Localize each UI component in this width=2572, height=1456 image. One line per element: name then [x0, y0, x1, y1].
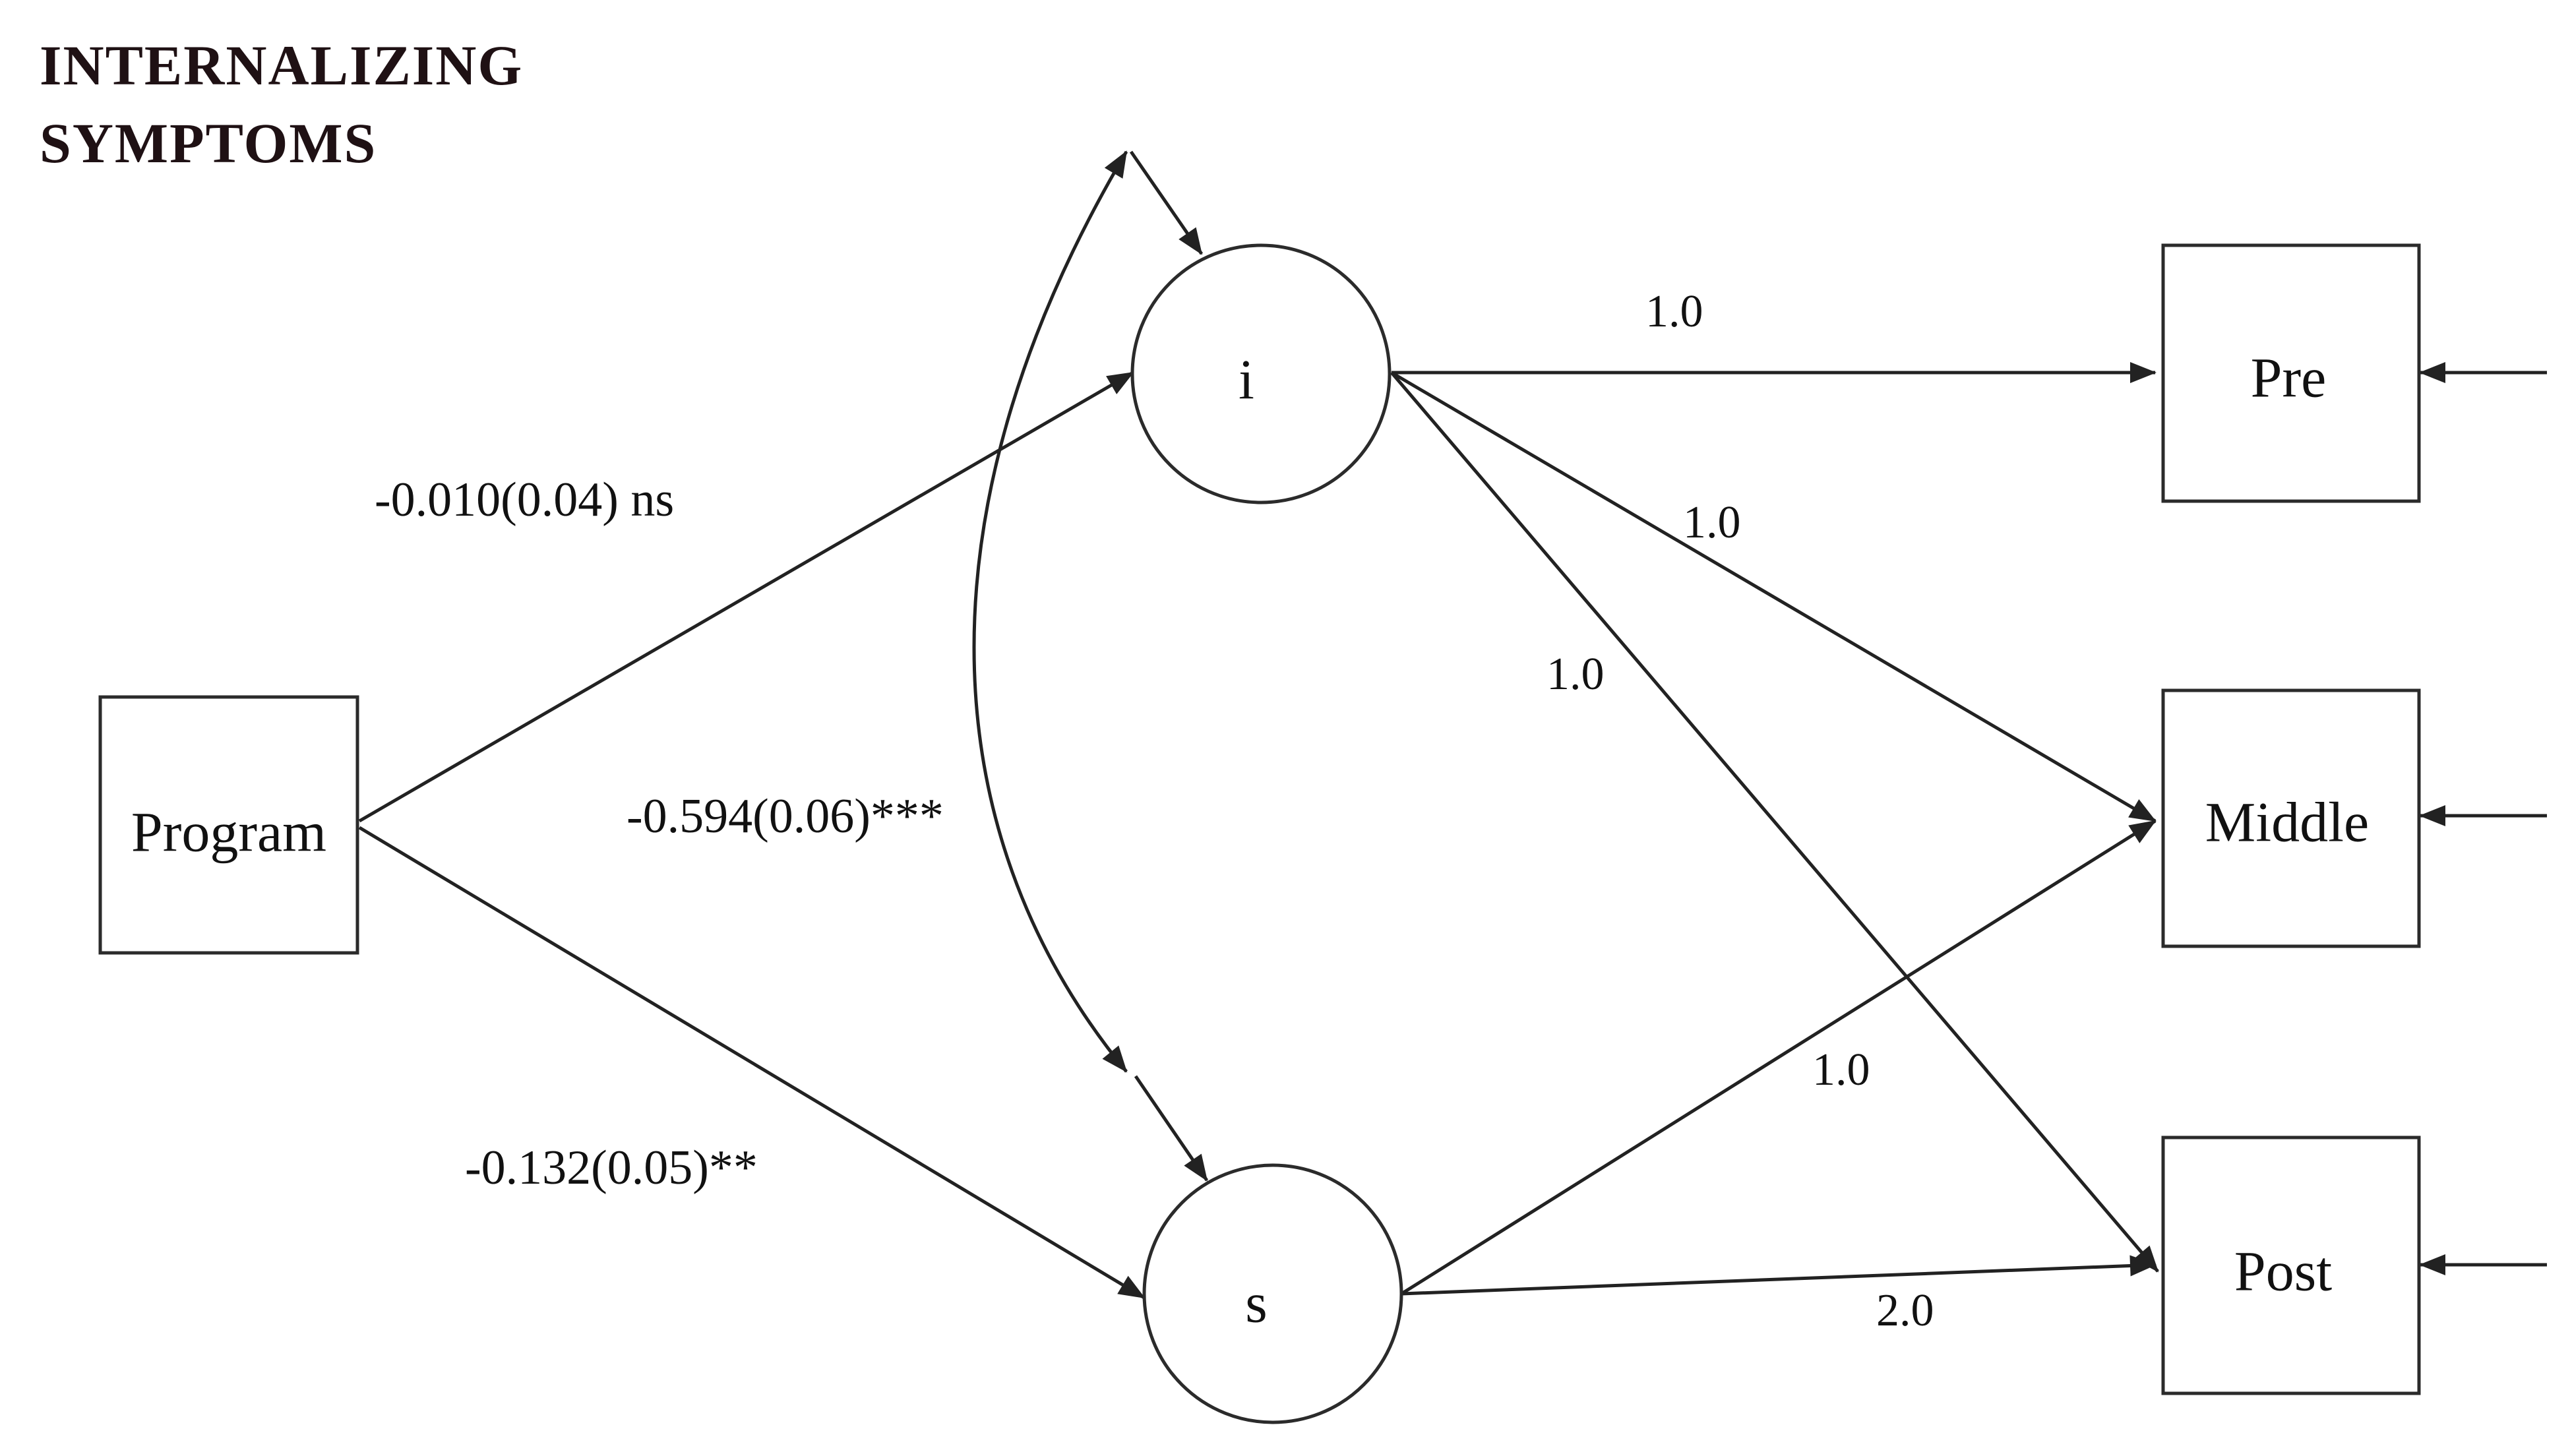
node-intercept: i — [1130, 243, 1392, 504]
label-program-to-i: -0.010(0.04) ns — [375, 473, 674, 527]
edge-i-s-covariance — [972, 150, 1128, 1073]
node-slope-circle — [1142, 1163, 1403, 1424]
node-program-box — [98, 695, 359, 955]
node-slope-label: s — [1245, 1271, 1267, 1335]
edge-i-to-middle — [1390, 371, 2157, 823]
node-pre-label: Pre — [2251, 346, 2327, 410]
node-program: Program — [98, 695, 359, 955]
node-program-label: Program — [131, 801, 326, 864]
node-middle-label: Middle — [2205, 791, 2369, 854]
label-s-to-post: 2.0 — [1876, 1285, 1934, 1336]
label-program-to-s: -0.132(0.05)** — [465, 1141, 758, 1195]
edge-program-to-s — [358, 826, 1146, 1300]
edge-s-variance — [1134, 1075, 1209, 1182]
label-i-to-post: 1.0 — [1546, 649, 1605, 700]
node-intercept-label: i — [1239, 348, 1254, 411]
edge-s-to-middle — [1400, 819, 2157, 1296]
node-pre: Pre — [2161, 243, 2421, 503]
edge-i-variance — [1129, 150, 1204, 255]
node-pre-box — [2161, 243, 2421, 503]
title-line-2: SYMPTOMS — [40, 111, 377, 175]
node-slope: s — [1142, 1163, 1403, 1424]
edge-i-to-post — [1390, 371, 2159, 1273]
node-post-label: Post — [2234, 1240, 2332, 1303]
label-i-to-middle: 1.0 — [1683, 497, 1741, 548]
label-i-to-pre: 1.0 — [1645, 286, 1703, 337]
node-post: Post — [2161, 1136, 2421, 1395]
label-i-s-covariance: -0.594(0.06)*** — [627, 789, 944, 843]
label-s-to-middle: 1.0 — [1812, 1045, 1870, 1095]
node-post-box — [2161, 1136, 2421, 1395]
node-middle-box — [2161, 688, 2421, 948]
edge-program-to-i — [358, 371, 1134, 823]
node-middle: Middle — [2161, 688, 2421, 948]
diagram-title: INTERNALIZING SYMPTOMS — [40, 26, 523, 182]
title-line-1: INTERNALIZING — [40, 34, 524, 97]
node-intercept-circle — [1130, 243, 1392, 504]
edge-s-to-post — [1401, 1255, 2157, 1296]
